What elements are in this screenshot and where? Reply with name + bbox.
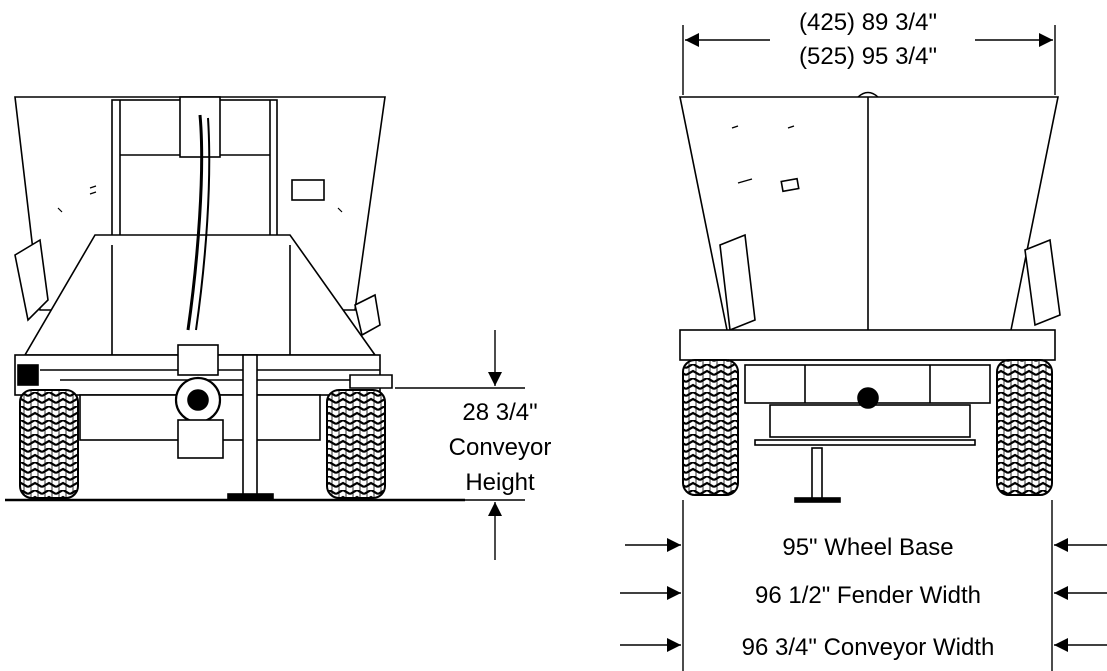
front-view [679, 91, 1061, 503]
bottom-width-dimensions [620, 500, 1107, 671]
right-wheel [326, 389, 386, 499]
fender-width-label: 96 1/2" Fender Width [755, 582, 981, 609]
conveyor-height-dimension [395, 330, 525, 560]
top-width-425: (425) 89 3/4" [799, 9, 937, 36]
left-wheel [19, 389, 79, 499]
conveyor-height-value: 28 3/4" [462, 399, 537, 426]
conveyor-width-label: 96 3/4" Conveyor Width [742, 634, 995, 661]
front-left-wheel [682, 359, 739, 496]
rear-view [5, 96, 465, 502]
top-width-dimension [682, 25, 1056, 95]
conveyor-height-label2: Height [465, 469, 535, 496]
wheel-base-label: 95" Wheel Base [782, 534, 953, 561]
front-right-wheel [996, 359, 1053, 496]
conveyor-height-label: Conveyor [449, 434, 552, 461]
front-frame [679, 329, 1056, 361]
top-width-525: (525) 95 3/4" [799, 43, 937, 70]
